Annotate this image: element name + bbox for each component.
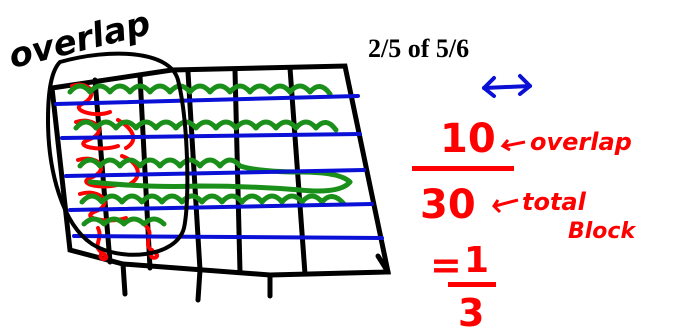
denominator-note-line1: total [522,188,587,216]
denominator: 30 [420,182,476,228]
heading: 2/5 of 5/6 [368,34,469,64]
equals-sign: = [430,243,462,287]
grid-column-tail [198,270,200,300]
overlap-label: overlap [5,3,155,77]
numerator-note: overlap [530,128,632,156]
denominator-arrow [494,200,518,212]
denominator-note-line2: Block [568,219,636,244]
double-arrow-icon [484,76,530,96]
result-fraction-bar [448,282,496,287]
result-numerator: 1 [464,240,489,281]
numerator: 10 [440,116,496,162]
numerator-arrow [503,140,525,150]
fraction-work: 10 overlap 30 total Block = 1 3 [412,116,636,334]
fraction-bar [412,166,514,171]
result-denominator: 3 [458,291,484,334]
grid-column-tail [123,264,125,294]
